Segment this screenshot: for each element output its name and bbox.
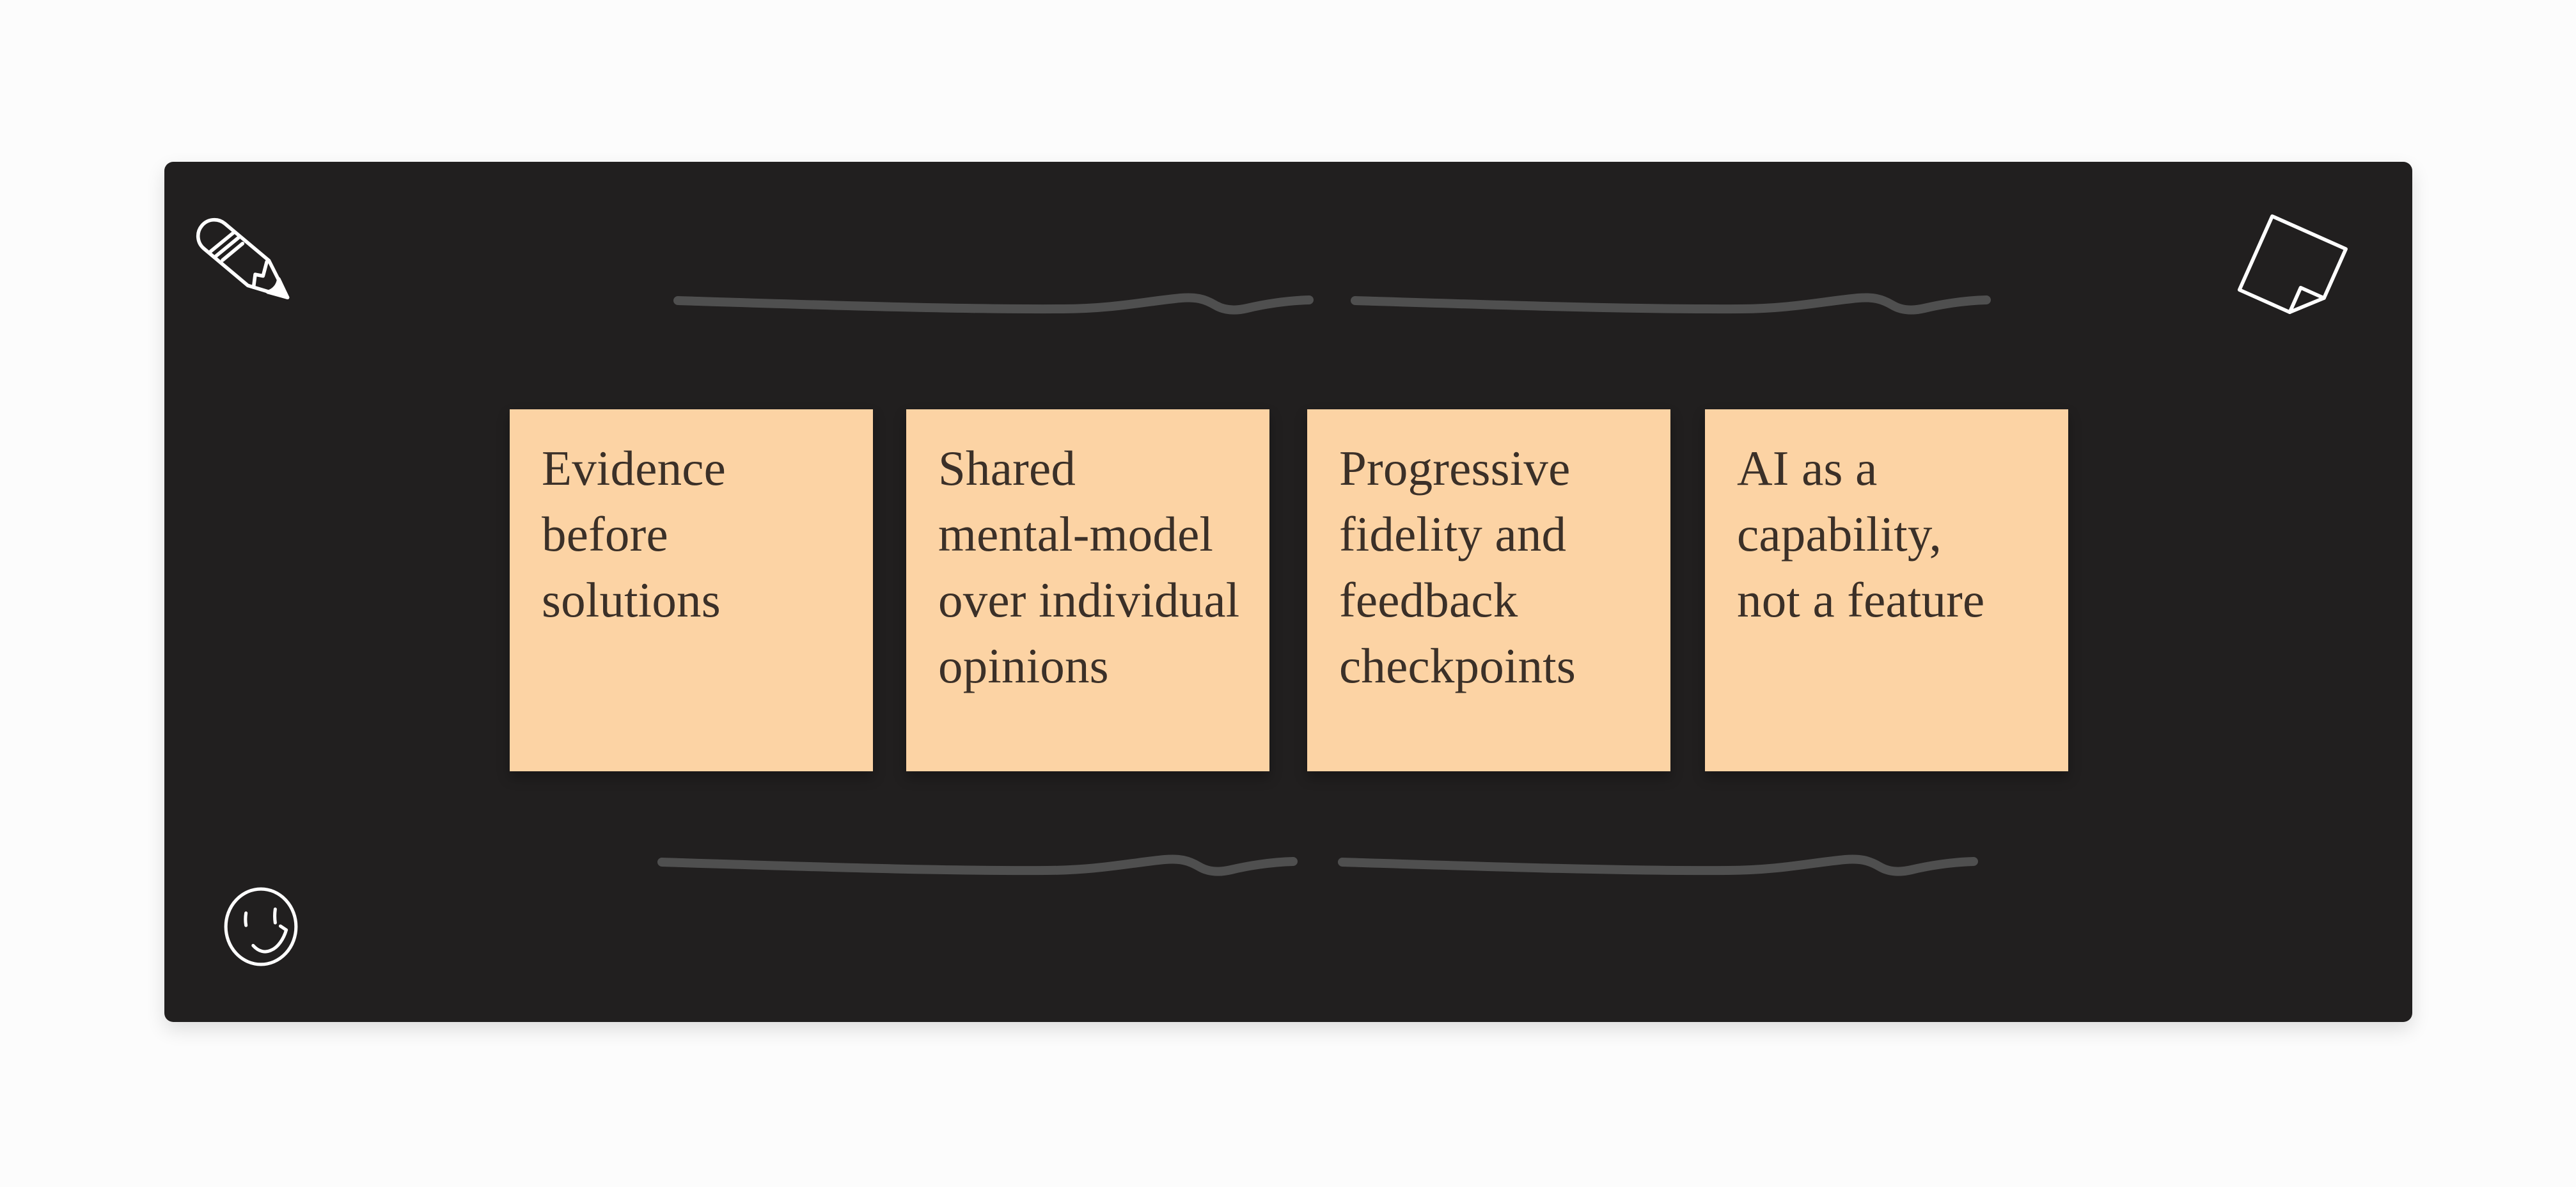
- sticky-note[interactable]: AI as a capability, not a feature: [1705, 409, 2068, 771]
- hand-drawn-line-top-right[interactable]: [1351, 291, 1991, 319]
- whiteboard-frame[interactable]: Evidence before solutions Shared mental-…: [164, 162, 2412, 1022]
- smiley-icon[interactable]: [222, 886, 300, 968]
- sticky-note-text: AI as a capability, not a feature: [1737, 441, 1985, 627]
- sticky-note[interactable]: Progressive fidelity and feedback checkp…: [1307, 409, 1670, 771]
- sticky-note[interactable]: Shared mental-model over individual opin…: [906, 409, 1269, 771]
- hand-drawn-line-top-left[interactable]: [673, 291, 1314, 319]
- sticky-note-text: Progressive fidelity and feedback checkp…: [1339, 441, 1576, 693]
- hand-drawn-line-bottom-left[interactable]: [657, 853, 1298, 881]
- sticky-note-text: Shared mental-model over individual opin…: [938, 441, 1240, 693]
- sticky-note-text: Evidence before solutions: [542, 441, 726, 627]
- pencil-icon[interactable]: [196, 212, 321, 320]
- folded-note-icon[interactable]: [2226, 210, 2360, 332]
- sticky-note[interactable]: Evidence before solutions: [510, 409, 873, 771]
- hand-drawn-line-bottom-right[interactable]: [1338, 853, 1978, 881]
